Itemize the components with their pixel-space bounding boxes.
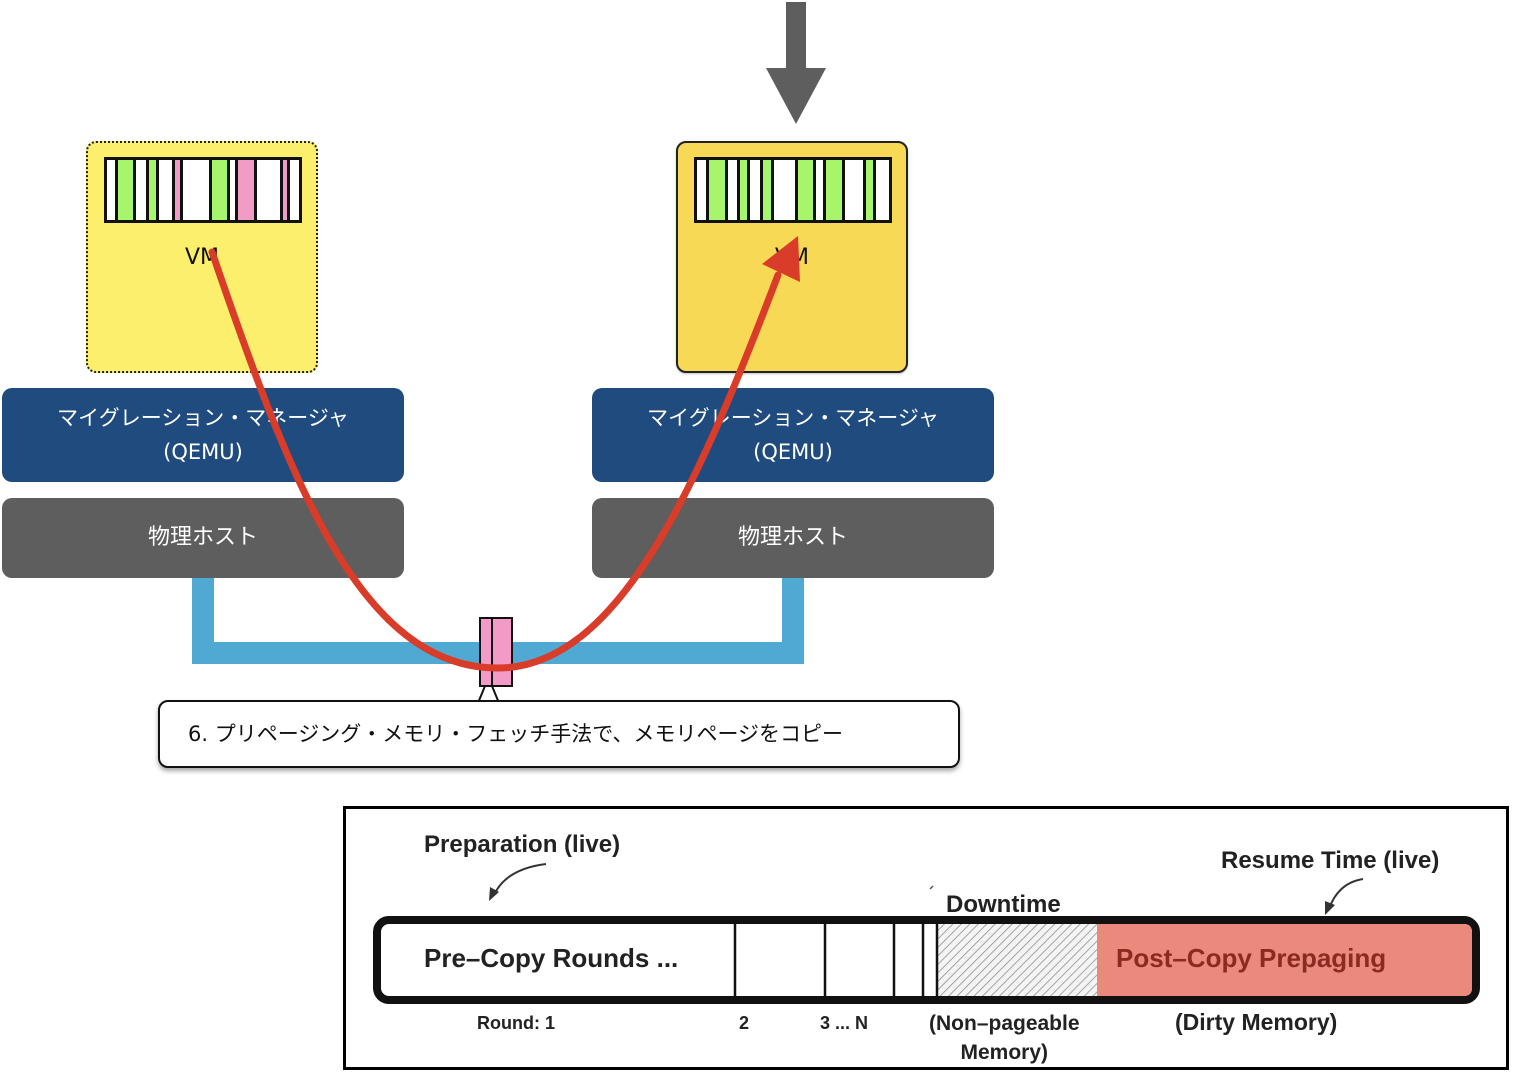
transfer-packet [479,617,513,687]
down-arrow-icon [766,2,826,124]
memory-page-pink [282,160,291,220]
destination-vm-label: VM [774,245,810,270]
postcopy-prepaging-label: Post–Copy Prepaging [1116,943,1387,973]
destination-vm: VM [676,141,908,373]
downtime-tick-mark [929,885,934,890]
memory-page-white [136,160,149,220]
memory-page-white [257,160,283,220]
memory-page-white [290,160,299,220]
destination-physical-host: 物理ホスト [592,498,994,578]
packet-page-2 [491,617,513,687]
memory-page-white [875,160,889,220]
memory-page-green [739,160,751,220]
destination-manager-title: マイグレーション・マネージャ [647,406,939,430]
downtime-label: Downtime [946,891,1061,918]
source-manager-subtitle: (QEMU) [163,440,243,464]
source-vm: VM [86,141,318,373]
preparation-pointer-arrowhead-icon [489,887,499,901]
resume-pointer-arrow [1328,878,1364,910]
memory-page-green [826,160,846,220]
memory-page-white [230,160,238,220]
preparation-label: Preparation (live) [424,831,621,858]
source-manager-title: マイグレーション・マネージャ [57,406,349,430]
step-callout: 6. プリページング・メモリ・フェッチ手法で、メモリページをコピー [158,700,960,768]
packet-page-1 [479,617,493,687]
memory-page-pink [237,160,258,220]
destination-memory-pages [694,157,892,223]
destination-manager-subtitle: (QEMU) [753,440,833,464]
preparation-pointer-arrow [493,863,547,896]
memory-page-pink [174,160,183,220]
source-physical-host: 物理ホスト [2,498,404,578]
memory-page-white [728,160,740,220]
memory-page-white [107,160,118,220]
precopy-rounds-label: Pre–Copy Rounds ... [424,943,679,973]
source-migration-manager: マイグレーション・マネージャ (QEMU) [2,388,404,482]
memory-page-green [117,160,137,220]
downtime-hatched-region [937,924,1097,996]
source-memory-pages [104,157,302,223]
memory-page-green [211,160,231,220]
migration-timeline-figure: Preparation (live) Downtime Resume Time … [343,806,1509,1070]
memory-page-white [159,160,175,220]
memory-page-white [750,160,764,220]
round-1-label: Round: 1 [477,1013,555,1033]
round-2-label: 2 [739,1013,750,1033]
memory-page-white [816,160,827,220]
memory-page-white [182,160,212,220]
memory-page-green [865,160,876,220]
nonpageable-memory-label: (Non–pageable Memory) [929,1009,1080,1067]
memory-page-green [708,160,729,220]
memory-page-green [797,160,817,220]
postcopy-region [1097,924,1472,996]
timeline-graphics [373,863,1480,1004]
dirty-memory-label: (Dirty Memory) [1175,1009,1338,1035]
destination-migration-manager: マイグレーション・マネージャ (QEMU) [592,388,994,482]
memory-page-white [845,160,866,220]
nonpageable-line-1: (Non–pageable [929,1012,1080,1035]
resume-pointer-arrowhead-icon [1325,901,1335,915]
memory-page-green [763,160,774,220]
round-3-n-label: 3 ... N [820,1013,869,1033]
memory-page-white [773,160,798,220]
nonpageable-line-2: Memory) [960,1041,1049,1064]
network-link-right-vertical [782,578,804,664]
source-vm-label: VM [184,245,220,270]
memory-page-white [697,160,709,220]
memory-page-green [148,160,160,220]
resume-time-label: Resume Time (live) [1221,847,1440,874]
